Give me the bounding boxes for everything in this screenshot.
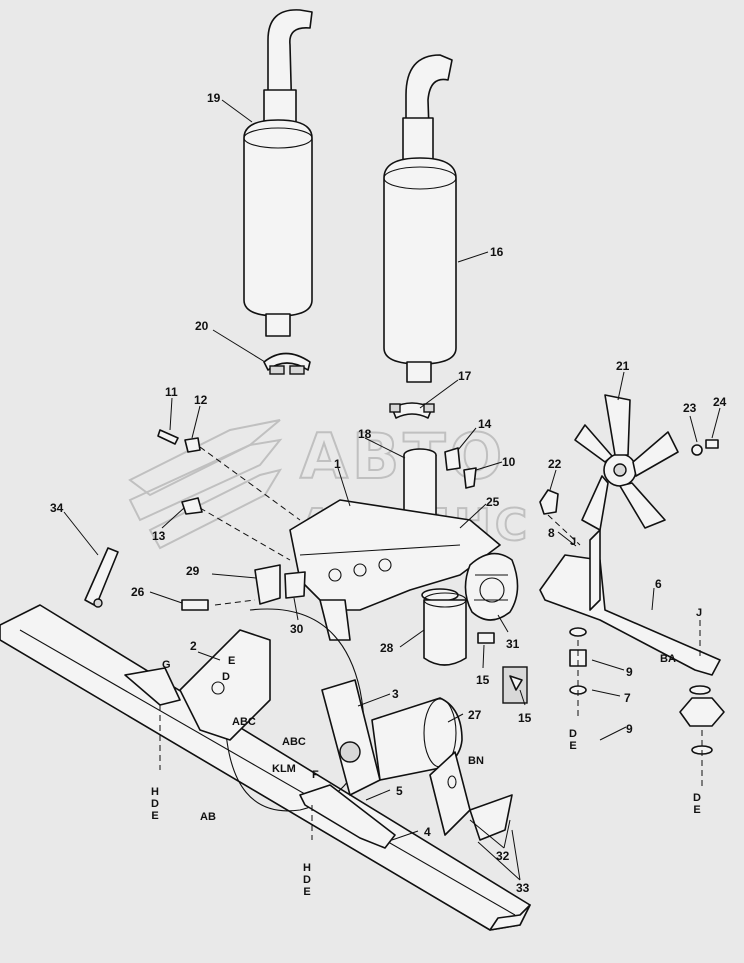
part-label-7: 7 [624, 691, 631, 705]
sensor-26 [181, 599, 209, 611]
letter-code-j-right: J [696, 607, 702, 619]
part-label-33: 33 [516, 881, 530, 895]
part-label-19: 19 [207, 91, 221, 105]
watermark-line1: АВТО [300, 420, 506, 493]
part-label-29: 29 [186, 564, 200, 578]
clamp-17 [389, 402, 435, 419]
mount-7-left [569, 627, 587, 695]
part-label-17: 17 [458, 369, 472, 383]
fitting-14 [444, 447, 461, 471]
fan-21 [574, 394, 679, 531]
muffler-19 [243, 9, 313, 337]
assembly-lines [159, 446, 703, 840]
part-label-25: 25 [486, 495, 500, 509]
part-label-12: 12 [194, 393, 208, 407]
clamp-20 [263, 352, 311, 375]
part-label-13: 13 [152, 529, 166, 543]
fitting-13 [181, 497, 203, 515]
sensor-11 [157, 429, 179, 445]
part-label-16: 16 [490, 245, 504, 259]
part-label-15-a: 15 [476, 673, 490, 687]
bracket-2 [124, 629, 271, 741]
vertical-code-hde-center: HDE [301, 862, 313, 898]
part-label-26: 26 [131, 585, 145, 599]
spacer-22 [539, 489, 559, 515]
bracket-3 [321, 679, 381, 796]
letter-code-j-top: J [570, 536, 576, 548]
letter-code-d: D [222, 671, 230, 683]
bracket-6 [539, 529, 721, 676]
letter-code-abc-left: ABC [232, 716, 256, 728]
bracket-4 [299, 784, 396, 849]
vertical-code-hde-left: HDE [149, 786, 161, 822]
part-label-11: 11 [165, 385, 178, 399]
part-label-6: 6 [655, 577, 662, 591]
letter-codes: G E D ABC ABC KLM F AB J J BA BN [162, 536, 702, 823]
vertical-codes: HDE HDE DE DE [149, 728, 703, 898]
part-label-27: 27 [468, 708, 482, 722]
part-label-21: 21 [616, 359, 630, 373]
part-labels: 19 16 20 17 18 14 10 11 12 13 1 25 22 21… [50, 91, 727, 895]
letter-code-ba: BA [660, 653, 676, 665]
fitting-15-b [502, 666, 528, 704]
part-label-1: 1 [334, 457, 341, 471]
part-label-9-bottom: 9 [626, 722, 633, 736]
part-label-9-top: 9 [626, 665, 633, 679]
letter-code-f: F [312, 769, 319, 781]
fitting-15-a [477, 632, 495, 644]
part-label-15-b: 15 [518, 711, 532, 725]
part-label-2: 2 [190, 639, 197, 653]
part-label-10: 10 [502, 455, 516, 469]
letter-code-g: G [162, 659, 171, 671]
filter-28 [421, 588, 467, 666]
bracket-32 [429, 751, 513, 841]
bolt-23 [691, 444, 703, 456]
alternator-31 [464, 552, 519, 621]
part-label-5: 5 [396, 784, 403, 798]
fitting-12 [184, 437, 201, 453]
letter-code-abc-right: ABC [282, 736, 306, 748]
clamp-29 [254, 564, 281, 605]
part-label-14: 14 [478, 417, 492, 431]
part-label-34: 34 [50, 501, 64, 515]
vertical-code-de-left: DE [567, 728, 579, 752]
bolt-24 [705, 439, 719, 449]
letter-code-klm: KLM [272, 763, 296, 775]
leader-lines [63, 99, 721, 881]
vertical-code-de-right: DE [691, 792, 703, 816]
part-label-3: 3 [392, 687, 399, 701]
part-label-24: 24 [713, 395, 727, 409]
part-label-22: 22 [548, 457, 562, 471]
letter-code-bn: BN [468, 755, 484, 767]
part-label-30: 30 [290, 622, 304, 636]
letter-code-ab: AB [200, 811, 216, 823]
sensor-34 [84, 547, 119, 608]
part-label-31: 31 [506, 637, 520, 651]
part-label-20: 20 [195, 319, 209, 333]
muffler-16 [383, 54, 457, 383]
clamp-30 [284, 571, 306, 599]
engine-block-1 [289, 499, 501, 641]
frame-rail [0, 604, 531, 931]
part-label-8: 8 [548, 526, 555, 540]
part-label-4: 4 [424, 825, 431, 839]
part-label-23: 23 [683, 401, 697, 415]
part-label-28: 28 [380, 641, 394, 655]
sensor-10 [463, 467, 477, 489]
part-label-18: 18 [358, 427, 372, 441]
letter-code-e: E [228, 655, 235, 667]
part-label-32: 32 [496, 849, 510, 863]
